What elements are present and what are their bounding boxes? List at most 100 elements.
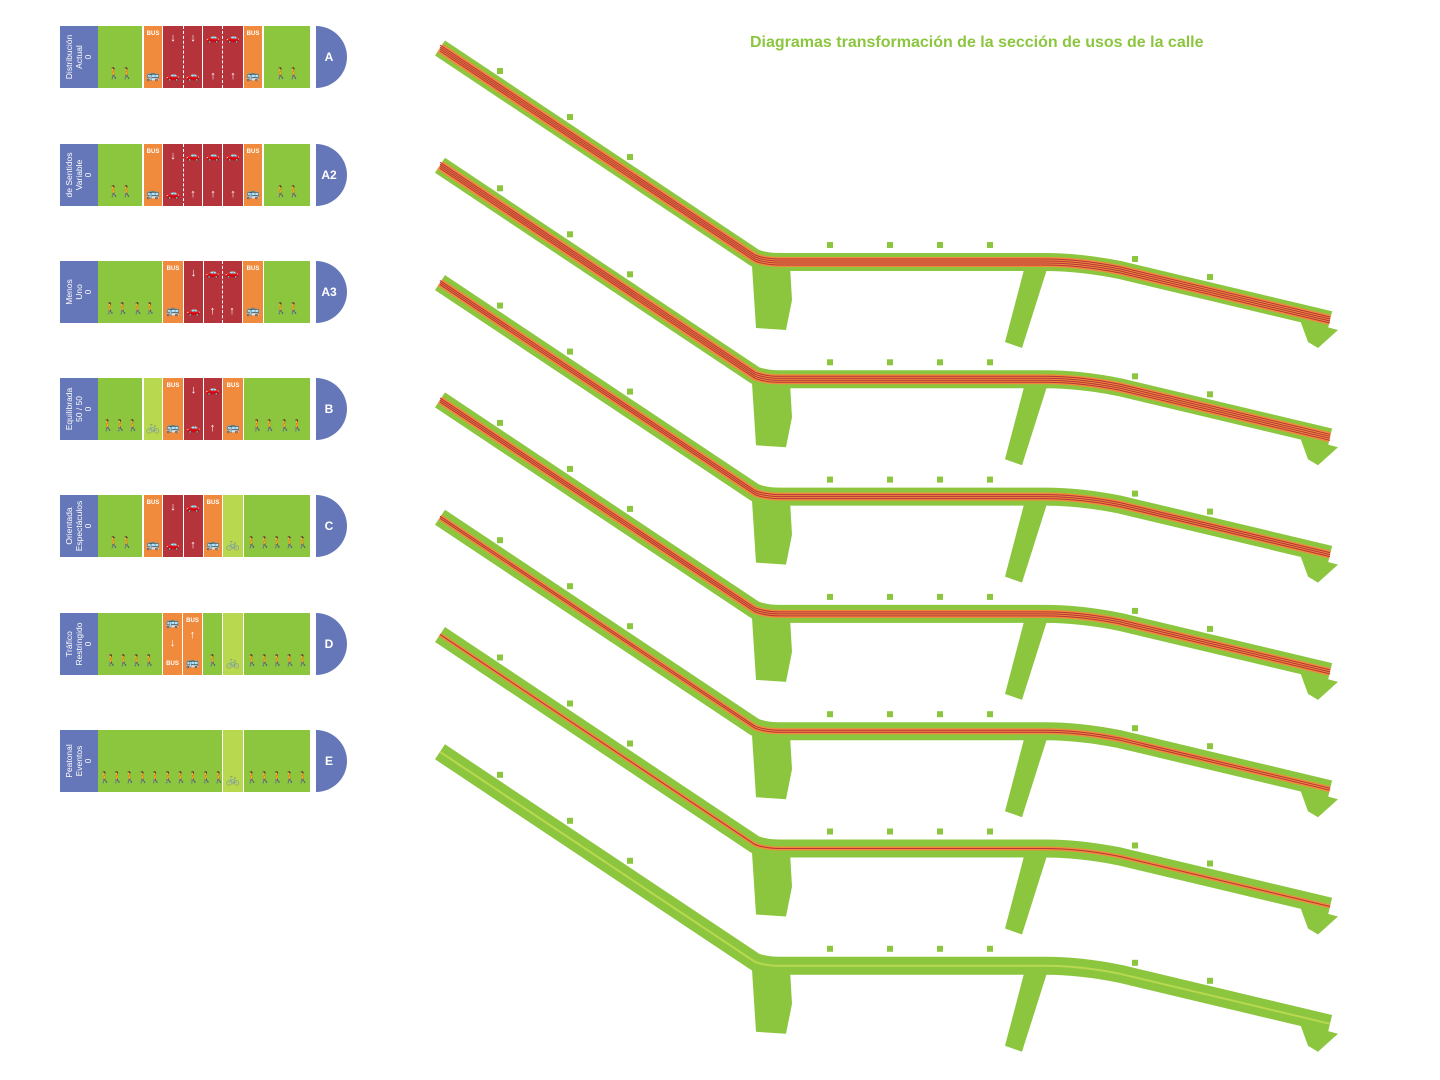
bus-label: BUS (226, 383, 240, 389)
bus-icon: 🚌 (166, 305, 180, 317)
bus-icon: 🚌 (246, 305, 260, 317)
bus-icon: 🚌 (246, 188, 260, 200)
scenario-tab-a3[interactable]: A3 (316, 261, 347, 323)
bus-label: BUS (146, 149, 160, 155)
bus-label: BUS (146, 500, 160, 506)
street-plan-6 (435, 627, 1338, 935)
sidewalk-segment: 🚶🚶 (98, 26, 142, 88)
row-label-line: 0 (82, 758, 93, 764)
street-section-strip: 🚶🚶 BUS🚌 ↓ 🚗 ↓ 🚗 🚗 ↑ 🚗 ↑ BUS🚌 🚶🚶 (98, 26, 310, 88)
bus-icon: 🚌 (166, 422, 180, 434)
arrow-up-icon: ↑ (210, 188, 216, 200)
bus-icon: 🚌 (146, 70, 160, 82)
traffic-lanes-segment: ↓ 🚗 🚗 ↑ (184, 378, 222, 440)
bus-lane-segment: BUS 🚌 (243, 261, 263, 323)
sidewalk-segment: 🚶🚶 🚶🚶 (98, 261, 162, 323)
car-icon: 🚗 (166, 70, 180, 82)
street-plan-2 (435, 157, 1338, 466)
tab-label: D (324, 637, 334, 651)
bus-icon: 🚌 (185, 657, 200, 669)
tab-label: A3 (321, 285, 337, 299)
pedestrian-icon: 🚶🚶 🚶🚶 (103, 303, 158, 315)
bike-icon: 🚲 (226, 657, 240, 669)
car-icon: 🚗 (186, 501, 200, 513)
arrow-up-icon: ↑ (210, 70, 216, 82)
arrow-up-icon: ↑ (230, 70, 236, 82)
scenario-tab-e[interactable]: E (316, 730, 347, 792)
arrow-up-icon: ↑ (189, 629, 196, 641)
bus-label: BUS (246, 149, 260, 155)
arrow-up-icon: ↑ (190, 539, 196, 551)
arrow-down-icon: ↓ (169, 637, 176, 649)
car-icon: 🚗 (186, 150, 200, 162)
car-icon: 🚗 (186, 70, 200, 82)
bus-lane-segment: BUS 🚌 (144, 26, 162, 88)
bus-label: BUS (246, 31, 260, 37)
sidewalk-segment: 🚶🚶 (264, 261, 310, 323)
traffic-lanes-segment: ↓ 🚗 🚗 ↑ (163, 495, 203, 557)
pedestrian-icon: 🚶🚶 (274, 186, 300, 198)
bus-label: BUS (246, 266, 260, 272)
bus-lane-segment: BUS 🚌 (144, 144, 162, 206)
arrow-up-icon: ↑ (229, 305, 235, 317)
car-icon: 🚗 (226, 32, 240, 44)
sidewalk-segment: 🚶🚶🚶🚶 (98, 613, 162, 675)
bus-label: BUS (146, 31, 160, 37)
pedestrian-icon: 🚶🚶 (107, 68, 133, 80)
sidewalk-segment: 🚶🚶 (264, 144, 310, 206)
page-title: Diagramas transformación de la sección d… (750, 34, 1204, 51)
sidewalk-segment: 🚶🚶🚶🚶🚶 (244, 730, 310, 792)
arrow-up-icon: ↑ (230, 188, 236, 200)
bus-label: BUS (186, 618, 199, 624)
bus-icon: 🚌 (146, 539, 160, 551)
arrow-down-icon: ↓ (190, 267, 197, 279)
tab-label: A (324, 50, 334, 64)
scenario-tab-b[interactable]: B (316, 378, 347, 440)
arrow-down-icon: ↓ (190, 32, 196, 44)
street-section-strip: 🚶🚶 BUS🚌 ↓ 🚗 🚗 ↑ BUS🚌 🚲 🚶🚶🚶🚶🚶 (98, 495, 310, 557)
pedestrian-icon: 🚶🚶 🚶🚶 (250, 420, 305, 432)
bike-icon: 🚲 (226, 539, 240, 551)
row-label-line: 0 (82, 641, 93, 647)
bus-lane-segment: BUS ↑ 🚌 (183, 613, 202, 675)
scenario-tab-a2[interactable]: A2 (316, 144, 347, 206)
pedestrian-icon: 🚶🚶 (107, 537, 133, 549)
pedestrian-icon: 🚶🚶🚶 (100, 420, 140, 432)
bus-lane-segment: BUS🚌 (204, 495, 222, 557)
street-plan-1 (435, 40, 1338, 348)
sidewalk-segment: 🚶🚶 (98, 495, 142, 557)
scenario-tab-c[interactable]: C (316, 495, 347, 557)
sidewalk-segment: 🚶 (203, 613, 222, 675)
sidewalk-segment: 🚶🚶🚶🚶🚶 (244, 613, 310, 675)
tab-label: B (324, 402, 334, 416)
street-section-strip: 🚶🚶🚶🚶🚶🚶🚶🚶🚶🚶 🚲 🚶🚶🚶🚶🚶 (98, 730, 310, 792)
bus-icon: 🚌 (146, 188, 160, 200)
bus-icon: 🚌 (165, 617, 180, 629)
bus-icon: 🚌 (206, 539, 220, 551)
scenario-tab-a[interactable]: A (316, 26, 347, 88)
pedestrian-icon: 🚶🚶🚶🚶 (104, 655, 157, 667)
street-section-strip: 🚶🚶 BUS 🚌 ↓ 🚗 🚗 ↑ 🚗 ↑ 🚗 ↑ BUS 🚌 🚶🚶 (98, 144, 310, 206)
traffic-lanes-segment: ↓ 🚗 🚗 ↑ 🚗 ↑ 🚗 ↑ (163, 144, 243, 206)
car-icon: 🚗 (186, 422, 201, 434)
street-plan-4 (435, 392, 1338, 700)
scenario-tab-d[interactable]: D (316, 613, 347, 675)
row-label-line: 0 (82, 54, 93, 60)
pedestrian-icon: 🚶🚶 (107, 186, 133, 198)
arrow-down-icon: ↓ (190, 384, 197, 396)
pedestrian-icon: 🚶🚶 (274, 303, 300, 315)
car-icon: 🚗 (205, 267, 220, 279)
sidewalk-segment: 🚶🚶 (98, 144, 142, 206)
row-label-line: 0 (82, 289, 93, 295)
bus-icon: 🚌 (246, 70, 260, 82)
arrow-up-icon: ↑ (209, 422, 216, 434)
street-plan-5 (435, 509, 1338, 818)
